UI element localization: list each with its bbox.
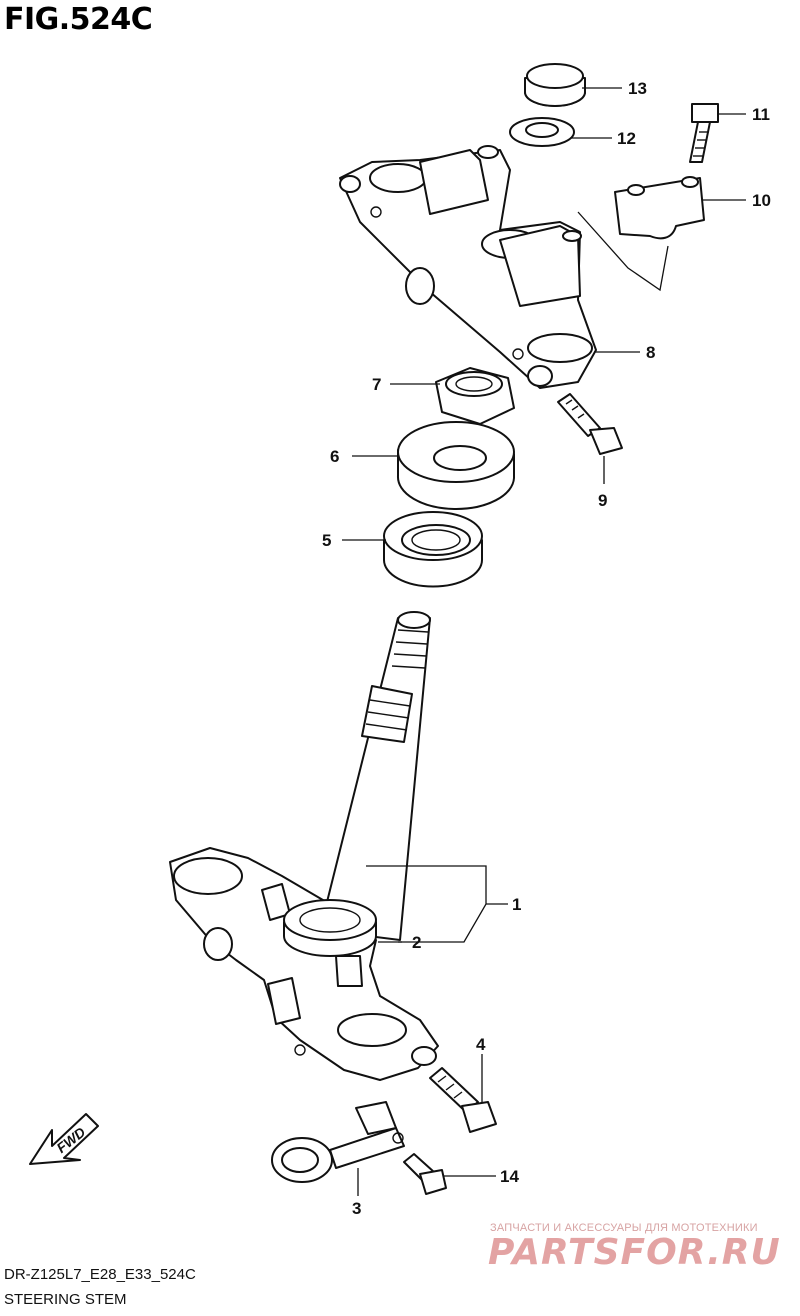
part-11-bolt[interactable] <box>689 103 719 163</box>
section-name: STEERING STEM <box>4 1291 127 1308</box>
watermark-tagline: ЗАПЧАСТИ И АКСЕССУАРЫ ДЛЯ МОТОТЕХНИКИ <box>490 1222 758 1234</box>
callout-4: 4 <box>476 1035 486 1054</box>
part-9-bolt[interactable] <box>557 393 623 455</box>
part-12-washer[interactable] <box>509 117 575 147</box>
callout-14: 14 <box>500 1167 519 1186</box>
callout-9: 9 <box>598 491 607 510</box>
part-13-cap[interactable] <box>524 63 586 107</box>
callout-1: 1 <box>512 895 521 914</box>
part-5-bearing[interactable] <box>383 511 483 588</box>
part-14-bolt[interactable] <box>403 1153 447 1195</box>
leader-lines <box>342 87 746 1196</box>
callout-8: 8 <box>646 343 655 362</box>
part-10-holder[interactable] <box>614 176 705 240</box>
watermark-logo: PARTSFOR.RU <box>488 1232 781 1273</box>
part-2-bearing[interactable] <box>283 899 377 957</box>
callout-11: 11 <box>752 105 770 124</box>
callout-2: 2 <box>412 933 421 952</box>
fwd-arrow-icon: FWD <box>29 1113 99 1165</box>
callout-3: 3 <box>352 1199 361 1218</box>
guide-line <box>577 211 669 292</box>
callout-7: 7 <box>372 375 381 394</box>
callout-5: 5 <box>322 531 331 550</box>
callout-13: 13 <box>628 79 647 98</box>
callout-10: 10 <box>752 191 771 210</box>
part-3-guide[interactable] <box>271 1101 405 1183</box>
callout-12: 12 <box>617 129 636 148</box>
part-4-bolt[interactable] <box>429 1067 497 1133</box>
part-6-seal[interactable] <box>396 421 515 511</box>
part-1-stem[interactable] <box>319 611 431 941</box>
lower-bracket[interactable] <box>169 847 439 1081</box>
callout-6: 6 <box>330 447 339 466</box>
part-7-nut[interactable] <box>435 367 515 425</box>
part-8-upper-bracket[interactable] <box>339 145 597 389</box>
figure-title: FIG.524C <box>4 2 153 37</box>
model-code: DR-Z125L7_E28_E33_524C <box>4 1266 196 1283</box>
